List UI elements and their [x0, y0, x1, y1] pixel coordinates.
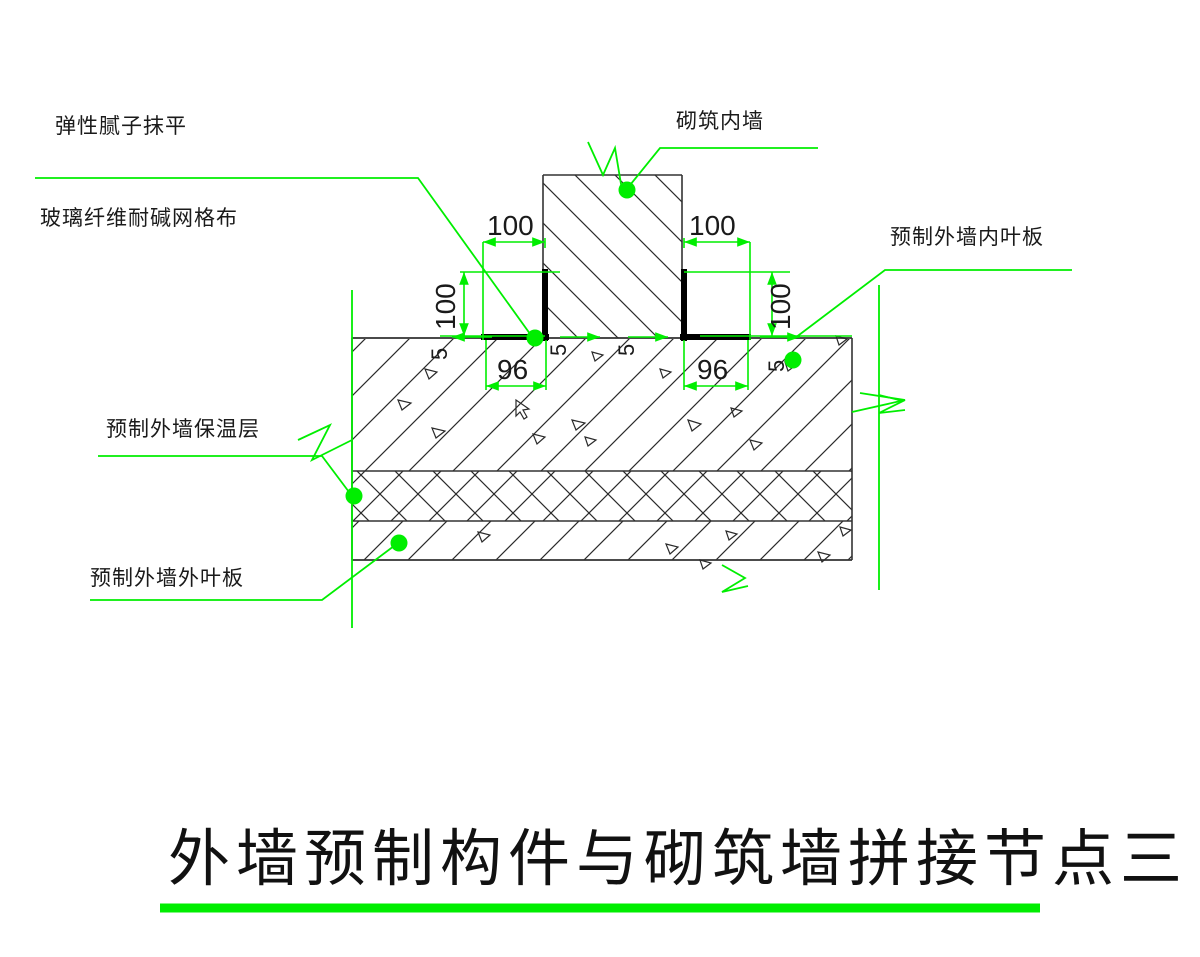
dimension-values: 100 100 96 96 100 100 5 5 5 5: [427, 210, 796, 385]
dim-right-v100-text: 100: [765, 283, 796, 330]
precast-outer-leaf-body: [352, 521, 852, 560]
dimension-lines: [440, 237, 852, 391]
precast-wall-section: [351, 335, 853, 570]
label-elastic-putty: 弹性腻子抹平: [55, 115, 187, 138]
label-precast-outer-leaf: 预制外墙外叶板: [90, 567, 244, 590]
leader-elastic-putty: [35, 177, 534, 339]
dim-mid-right-5-text: 5: [614, 344, 639, 356]
annotation-labels: 弹性腻子抹平 玻璃纤维耐碱网格布 砌筑内墙 预制外墙内叶板 预制外墙保温层 预制…: [40, 110, 1044, 590]
masonry-wall-body: [543, 175, 682, 338]
node-dot-masonry: [618, 181, 636, 199]
label-precast-inner-leaf: 预制外墙内叶板: [890, 226, 1044, 249]
break-line-masonry-top: [587, 141, 623, 191]
break-line-wall-bottom-right: [721, 564, 749, 593]
dim-right-96-text: 96: [697, 354, 728, 385]
precast-insulation-body: [352, 471, 852, 521]
mouse-cursor-icon: [515, 398, 531, 420]
masonry-inner-wall: [542, 174, 683, 338]
break-lines: [297, 141, 906, 628]
node-dot-inner-leaf: [784, 351, 802, 369]
leader-lines: [35, 147, 1072, 601]
leader-masonry-inner-wall: [625, 147, 818, 191]
dim-right-100-text: 100: [689, 210, 736, 241]
concrete-aggregate-marks: [397, 335, 853, 570]
precast-inner-leaf-body: [352, 338, 852, 471]
title-block: 外墙预制构件与砌筑墙拼接节点三: [160, 825, 1188, 913]
label-fiberglass-mesh: 玻璃纤维耐碱网格布: [40, 207, 238, 230]
break-line-left-zigzag: [297, 423, 353, 463]
dim-left-v100-text: 100: [430, 283, 461, 330]
leader-precast-outer-leaf: [90, 542, 399, 601]
node-dot-putty: [526, 329, 544, 347]
label-precast-insulation: 预制外墙保温层: [106, 418, 260, 441]
leader-precast-inner-leaf: [794, 269, 1072, 339]
dim-right-5-text: 5: [764, 360, 789, 372]
leader-precast-insulation: [98, 455, 353, 497]
dim-left-100-text: 100: [487, 210, 534, 241]
dim-left-96-text: 96: [497, 354, 528, 385]
node-dot-insulation: [345, 487, 363, 505]
label-masonry-inner-wall: 砌筑内墙: [676, 110, 764, 133]
dim-left-5-text: 5: [427, 348, 452, 360]
drawing-title: 外墙预制构件与砌筑墙拼接节点三: [168, 825, 1188, 894]
node-dot-outer-leaf: [390, 534, 408, 552]
node-markers: [345, 181, 802, 552]
dim-mid-left-5-text: 5: [546, 344, 571, 356]
break-line-right-zigzag2: [851, 392, 906, 413]
